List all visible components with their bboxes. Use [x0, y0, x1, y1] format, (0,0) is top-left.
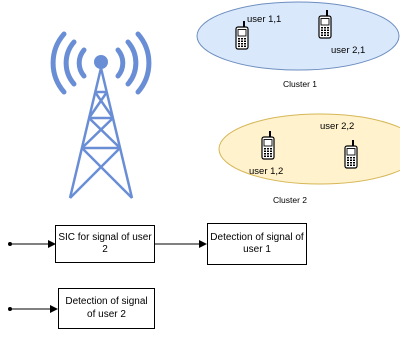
sic-user-2-block: SIC for signal of user 2 [55, 225, 155, 263]
detect-user-2-block: Detection of signal of user 2 [58, 288, 155, 329]
input-dot-2 [8, 307, 12, 311]
user-label-1-2: user 1,2 [249, 166, 284, 177]
user-label-2-1: user 2,1 [331, 45, 366, 56]
cluster-2-region [218, 113, 400, 185]
cluster-1-region [196, 1, 400, 71]
detect-user-1-block: Detection of signal of user 1 [207, 223, 307, 265]
cluster-1-caption: Cluster 1 [283, 79, 318, 89]
user-label-2-2: user 2,2 [320, 121, 355, 132]
user-label-1-1: user 1,1 [247, 14, 282, 25]
input-dot-1 [8, 242, 12, 246]
radio-tower-icon [50, 31, 152, 199]
cluster-2-caption: Cluster 2 [273, 195, 308, 205]
